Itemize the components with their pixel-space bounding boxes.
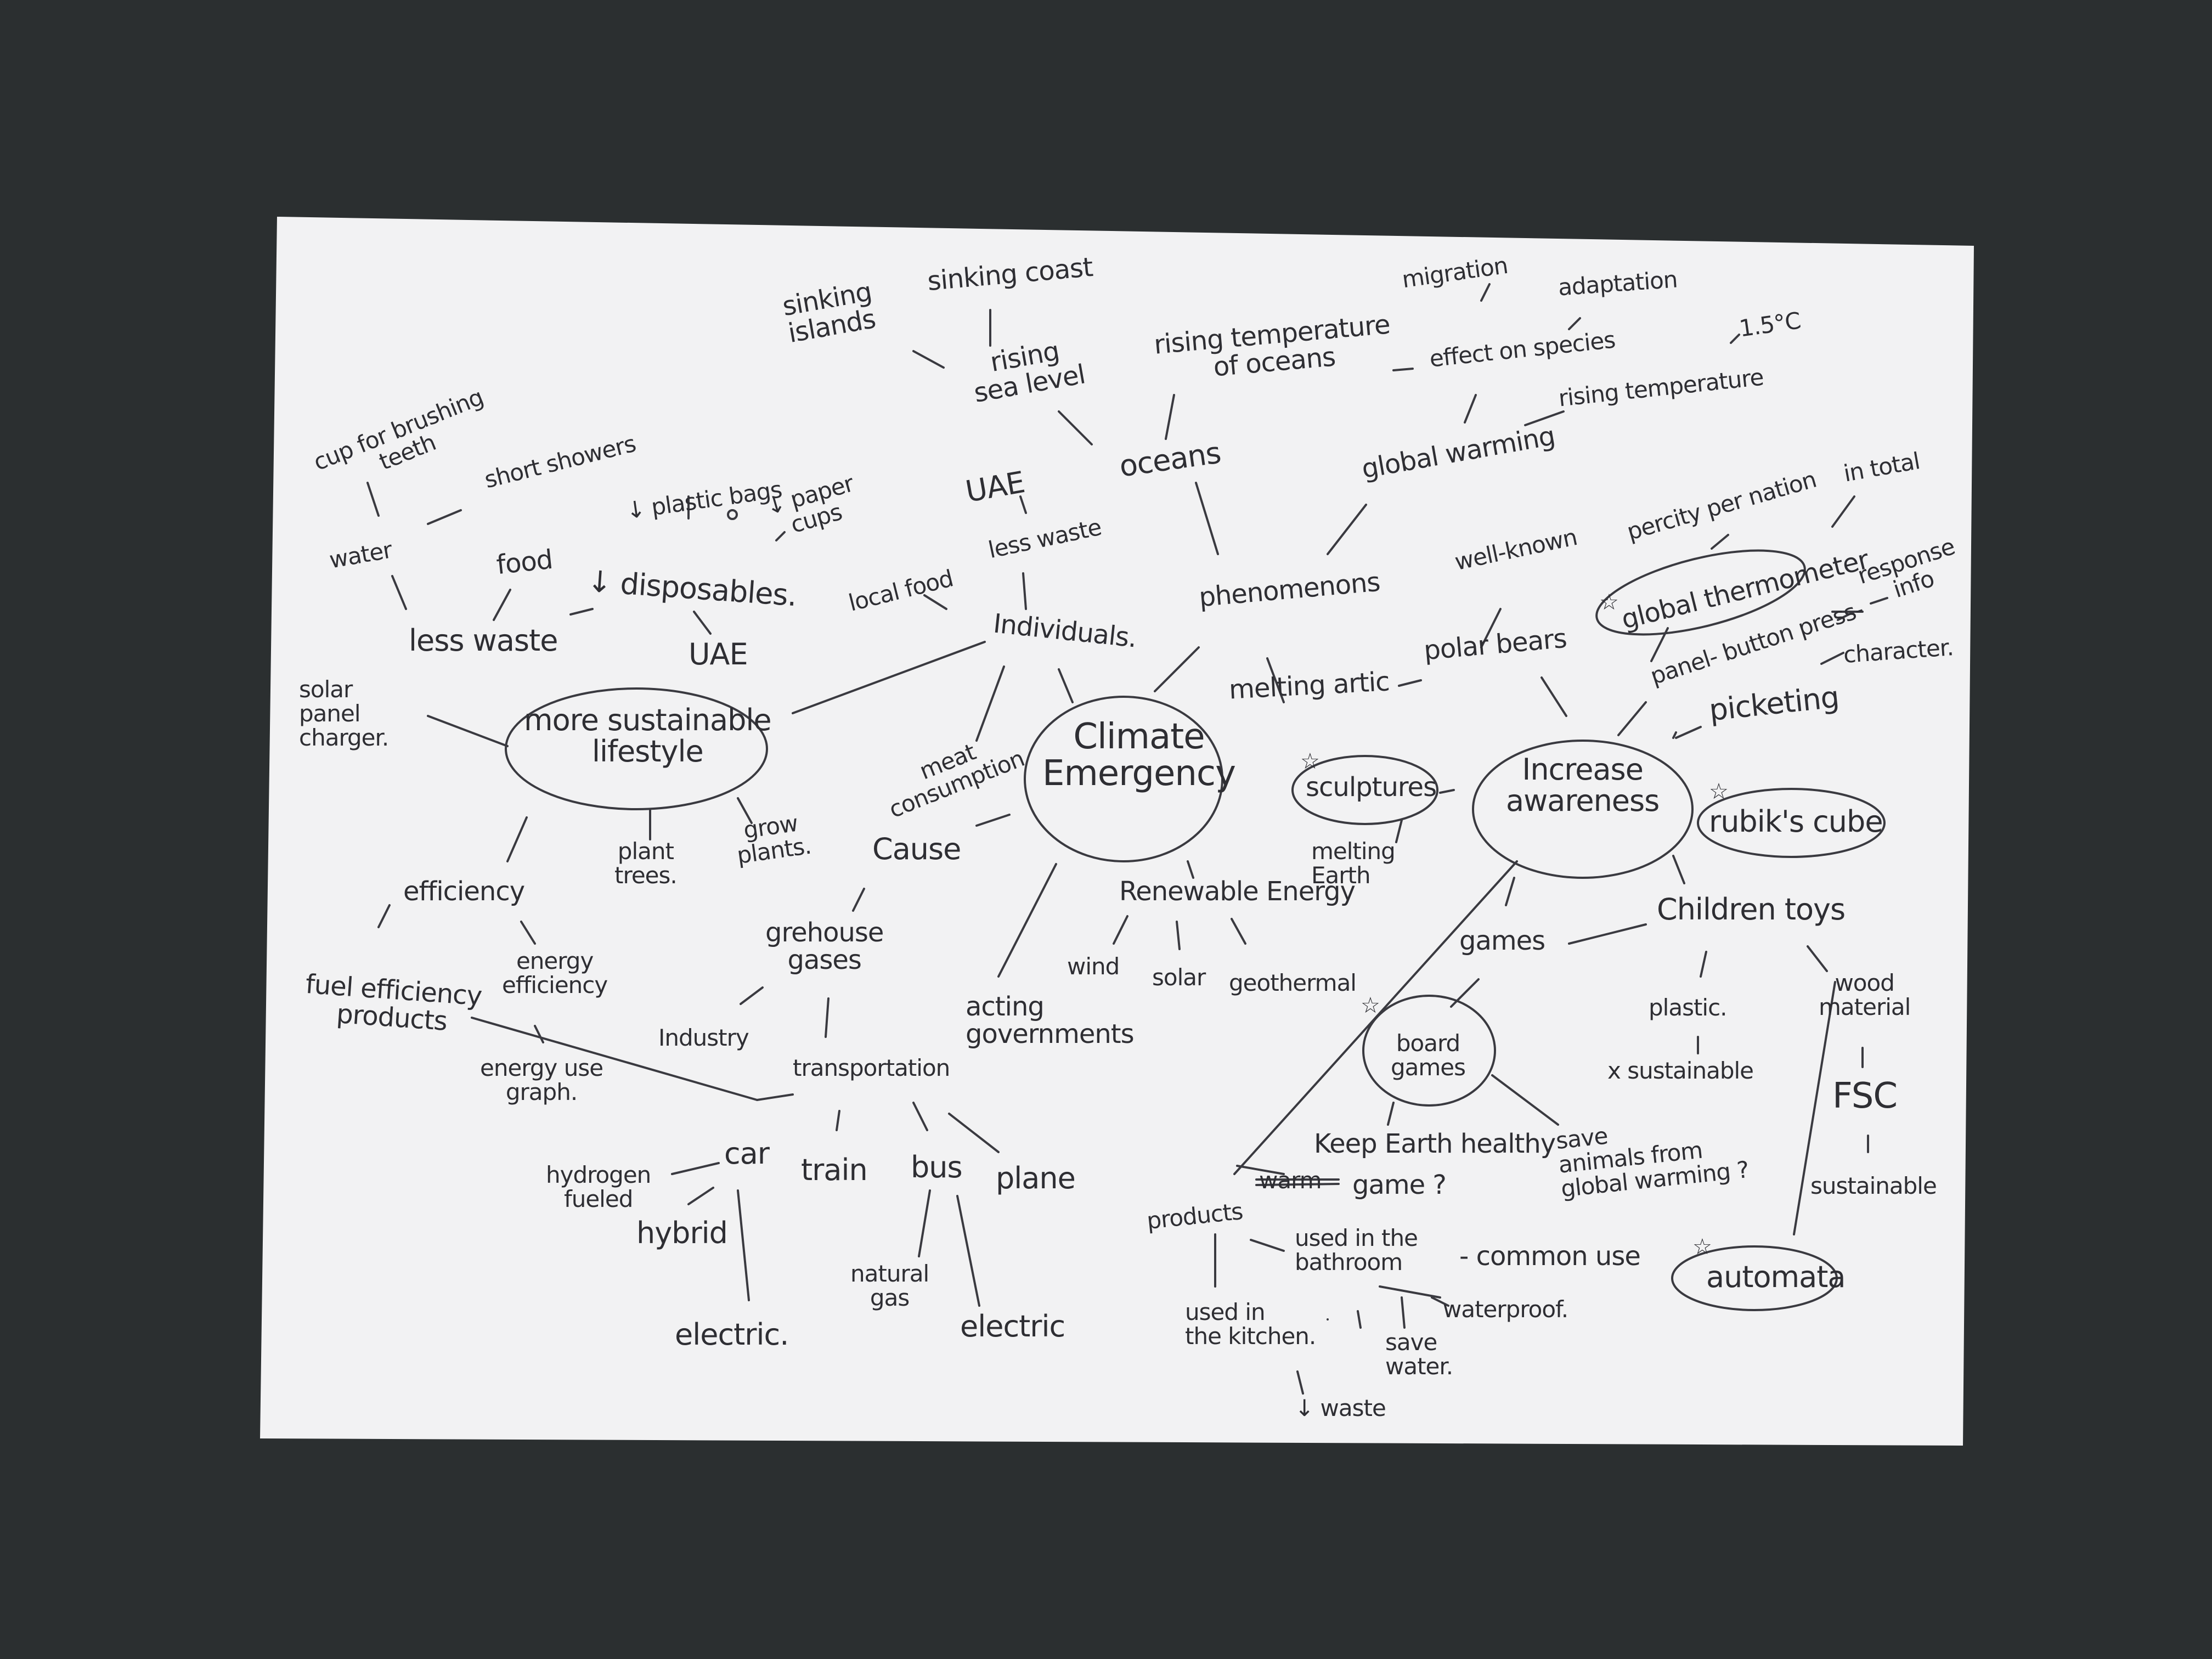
node-sculptures: sculptures	[1306, 772, 1437, 803]
node-hydrogen-fueled: hydrogen fueled	[546, 1161, 651, 1213]
node-used-in-bathroom: used in the bathroom	[1295, 1224, 1418, 1276]
node-industry: Industry	[658, 1024, 749, 1051]
node-cause: Cause	[872, 832, 961, 866]
node-hybrid: hybrid	[636, 1216, 728, 1250]
node-car: car	[724, 1136, 770, 1171]
node-increase-awareness: Increase awareness	[1506, 752, 1660, 818]
node-energy-use-graph: energy use graph.	[480, 1054, 603, 1106]
node-common-use: - common use	[1459, 1241, 1641, 1272]
node-wind: wind	[1067, 953, 1120, 980]
board-games-ellipse	[1362, 995, 1496, 1107]
node-sustainable: sustainable	[1810, 1172, 1937, 1199]
node-save-water: save water.	[1385, 1329, 1453, 1380]
climate-emergency-ellipse	[1024, 696, 1223, 862]
node-acting-governments: acting governments	[966, 991, 1135, 1050]
paper-sheet	[260, 217, 1974, 1446]
node-food: food	[495, 544, 554, 581]
node-electric-bus: electric	[960, 1309, 1065, 1344]
node-energy-efficiency: energy efficiency	[502, 947, 608, 999]
node-transportation: transportation	[793, 1054, 950, 1081]
star-icon: ☆	[1599, 590, 1619, 615]
rubiks-cube-ellipse	[1697, 788, 1886, 858]
star-icon: ☆	[1300, 749, 1320, 774]
node-uae-left: UAE	[689, 637, 748, 672]
node-geothermal: geothermal	[1229, 969, 1357, 996]
node-plane: plane	[996, 1161, 1076, 1195]
global-thermometer-ellipse	[1595, 549, 1806, 636]
node-plant-trees: plant trees.	[614, 838, 678, 889]
node-x-sustainable: x sustainable	[1607, 1057, 1754, 1084]
sculptures-ellipse	[1291, 755, 1438, 825]
node-train: train	[801, 1153, 868, 1187]
node-melting-earth: melting Earth	[1311, 838, 1396, 889]
star-icon: ☆	[1692, 1234, 1712, 1260]
node-greenhouse-gases: grehouse gases	[765, 917, 884, 976]
node-electric-car: electric.	[675, 1317, 789, 1352]
automata-ellipse	[1671, 1245, 1838, 1311]
node-less-waste: less waste	[409, 623, 558, 658]
node-more-sustainable-lifestyle: more sustainable lifestyle	[524, 703, 772, 769]
node-games: games	[1459, 926, 1545, 956]
node-natural-gas: natural gas	[850, 1260, 929, 1312]
node-fsc: FSC	[1832, 1076, 1898, 1116]
star-icon: ☆	[1709, 779, 1729, 804]
node-keep-earth-healthy: Keep Earth healthy	[1314, 1128, 1556, 1159]
node-efficiency: efficiency	[403, 876, 525, 907]
node-children-toys: Children toys	[1657, 892, 1846, 927]
star-icon: ☆	[1361, 993, 1380, 1018]
node-waterproof: waterproof.	[1443, 1296, 1568, 1323]
node-renewable-energy: Renewable Energy	[1119, 876, 1356, 907]
node-grow-plants: grow plants.	[735, 809, 813, 870]
node-used-in-kitchen: used in the kitchen.	[1185, 1299, 1316, 1350]
dot-mark	[727, 509, 738, 520]
node-game-question: game ?	[1352, 1170, 1447, 1200]
sustainable-lifestyle-ellipse	[505, 687, 768, 810]
node-wood-material: wood material	[1819, 969, 1911, 1021]
node-solar: solar	[1152, 964, 1206, 991]
node-automata: automata	[1706, 1260, 1846, 1294]
increase-awareness-ellipse	[1472, 740, 1694, 879]
node-less-waste-bottom: ↓ waste	[1295, 1395, 1386, 1421]
node-plastic: plastic.	[1649, 994, 1728, 1021]
node-board-games: board games	[1391, 1030, 1466, 1081]
center-node-climate-emergency: Climate Emergency	[1042, 716, 1236, 794]
node-warm-struck: warm	[1259, 1167, 1322, 1194]
node-bus: bus	[911, 1150, 963, 1184]
node-rubiks-cube: rubik's cube	[1709, 804, 1883, 839]
node-solar-panel-charger: solar panel charger.	[299, 676, 389, 752]
